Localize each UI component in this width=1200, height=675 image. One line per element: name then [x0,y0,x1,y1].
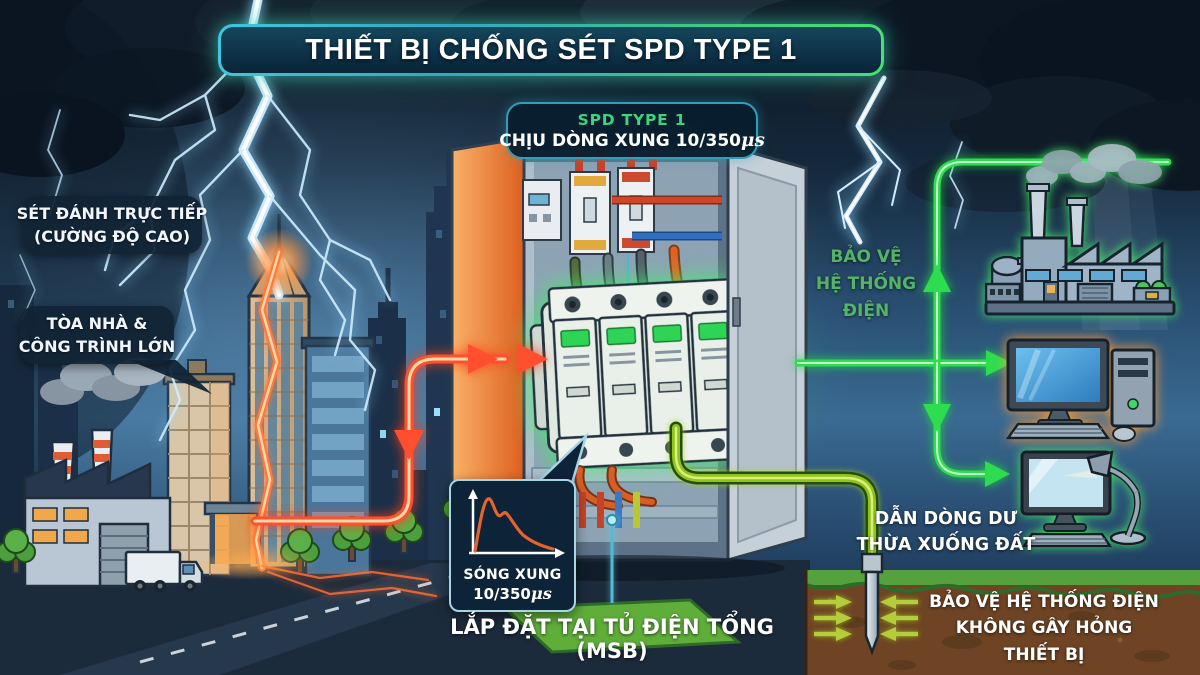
desktop-computer-icon [1005,338,1156,442]
ground-current-arrows [814,595,918,641]
protected-path [794,158,1172,487]
msb-pointer [606,514,618,603]
truck-icon [124,550,204,592]
cabinet-bottom-wires [574,465,657,528]
spd-modules [552,309,741,440]
strike-discharge [206,228,438,598]
spd-label-box: SPD TYPE 1 CHỊU DÒNG XUNG 10/350μs [499,102,765,159]
factory-left [0,358,482,592]
lightning-callout-line2: (CƯỜNG ĐỘ CAO) [33,227,191,246]
building-callout-line1: TÒA NHÀ & [46,313,148,333]
install-caption: LẮP ĐẶT TẠI TỦ ĐIỆN TỔNG (MSB) [450,615,774,663]
factory-icon [984,144,1176,316]
waveform-callout: SÓNG XUNG 10/350μs [449,479,576,612]
microseconds-unit: μs [741,129,765,151]
surge-path [250,344,548,526]
ground-wire [669,421,879,563]
grounding-rod-icon [860,552,884,656]
callout-lightning-strike: SÉT ĐÁNH TRỰC TIẾP (CƯỜNG ĐỘ CAO) [17,196,207,254]
page-title: THIẾT BỊ CHỐNG SÉT SPD TYPE 1 [305,33,797,66]
title-banner: THIẾT BỊ CHỐNG SÉT SPD TYPE 1 [218,24,884,76]
electrical-cabinet-icon [450,136,808,581]
building-callout-tail [128,360,212,394]
cabinet-door [726,144,808,562]
callout-building: TÒA NHÀ & CÔNG TRÌNH LỚN [18,306,176,364]
spd-heading: SPD TYPE 1 [577,110,687,129]
spd-subheading: CHỊU DÒNG XUNG 10/350μs [499,129,765,151]
protection-caption: BẢO VỆ HỆ THỐNG ĐIỆN [815,247,917,322]
spd-device-icon [529,277,746,470]
waveform-value: 10/350μs [473,584,552,603]
discharge-caption: DẪN DÒNG DƯ THỪA XUỐNG ĐẤT [856,509,1036,556]
monitor-lamp-icon [1020,450,1147,548]
lawn [501,598,742,654]
surge-waveform-icon [467,489,565,558]
building-callout-line2: CÔNG TRÌNH LỚN [18,337,176,356]
storm-clouds [65,0,1170,212]
lightning-callout-line1: SÉT ĐÁNH TRỰC TIẾP [16,203,208,223]
waveform-caption: SÓNG XUNG [463,567,562,583]
result-caption: BẢO VỆ HỆ THỐNG ĐIỆN KHÔNG GÂY HỎNG THIẾ… [929,592,1159,665]
